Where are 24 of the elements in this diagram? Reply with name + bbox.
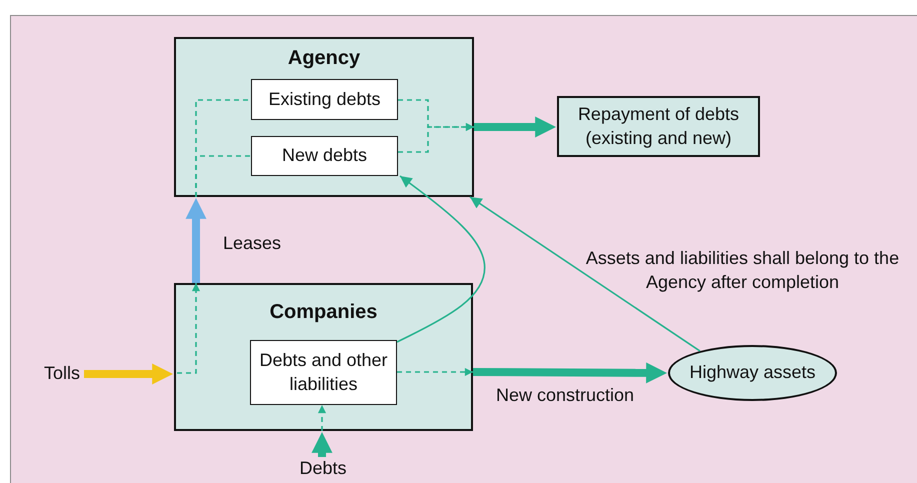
- organization-box: [174, 37, 474, 197]
- edge-label: Leases: [222, 232, 282, 255]
- dashed-arrow: [397, 368, 473, 376]
- dashed-arrow: [177, 283, 200, 374]
- arrow: [470, 196, 700, 352]
- dashed-arrow: [398, 122, 474, 153]
- flow-label: Debts: [292, 457, 354, 481]
- dashed-arrow: [318, 405, 326, 431]
- debt-box: Existing debts: [251, 79, 398, 120]
- arrow: [474, 116, 556, 138]
- edge-label: New construction: [494, 384, 636, 407]
- flow-label: Tolls: [40, 362, 84, 386]
- debt-box: New debts: [251, 136, 398, 176]
- arrow: [186, 198, 206, 283]
- debt-box: Debts and other liabilities: [250, 340, 397, 405]
- outcome-box: Repayment of debts (existing and new): [557, 96, 760, 157]
- arrow: [396, 175, 486, 343]
- arrow: [312, 432, 332, 457]
- edge-label: Assets and liabilities shall belong to the Agency after completion: [584, 247, 900, 294]
- arrow: [472, 362, 667, 384]
- arrow: [84, 364, 173, 384]
- box-heading: Companies: [268, 300, 378, 325]
- box-heading: Agency: [286, 46, 362, 71]
- organization-box: [174, 283, 473, 431]
